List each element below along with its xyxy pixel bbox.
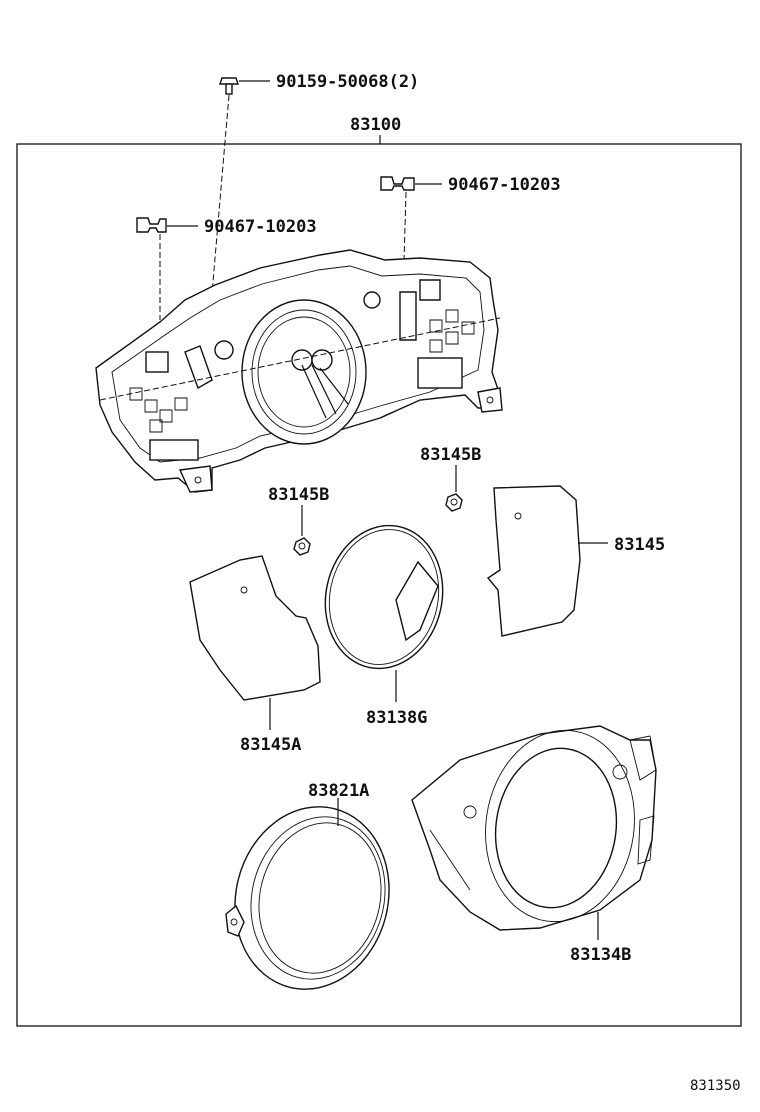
clip-left-callout: 90467-10203	[204, 217, 317, 237]
plate-left-part	[189, 555, 321, 701]
clip-left-part	[136, 217, 167, 233]
bulb-right-part	[445, 493, 463, 512]
plate-left-callout: 83145A	[240, 735, 301, 755]
screw-callout: 90159-50068(2)	[276, 72, 419, 92]
clip-right-callout: 90467-10203	[448, 175, 561, 195]
glass-callout: 83134B	[570, 945, 631, 965]
dial-center-callout: 83138G	[366, 708, 427, 728]
clip-right-part	[380, 176, 415, 191]
glass-part	[411, 725, 657, 931]
bulb-left-callout: 83145B	[268, 485, 329, 505]
plate-right-part	[486, 485, 581, 637]
ring-callout: 83821A	[308, 781, 369, 801]
meter-housing	[95, 249, 503, 493]
bulb-right-callout: 83145B	[420, 445, 481, 465]
assembly-callout: 83100	[350, 115, 401, 135]
figure-code: 831350	[690, 1078, 741, 1094]
ring-part	[225, 806, 390, 990]
dial-center-part	[324, 524, 444, 670]
plate-right-callout: 83145	[614, 535, 665, 555]
screw-part	[219, 77, 239, 95]
assembly-frame	[16, 143, 742, 1027]
bulb-left-part	[293, 537, 311, 556]
clip-right-axis	[403, 191, 407, 263]
